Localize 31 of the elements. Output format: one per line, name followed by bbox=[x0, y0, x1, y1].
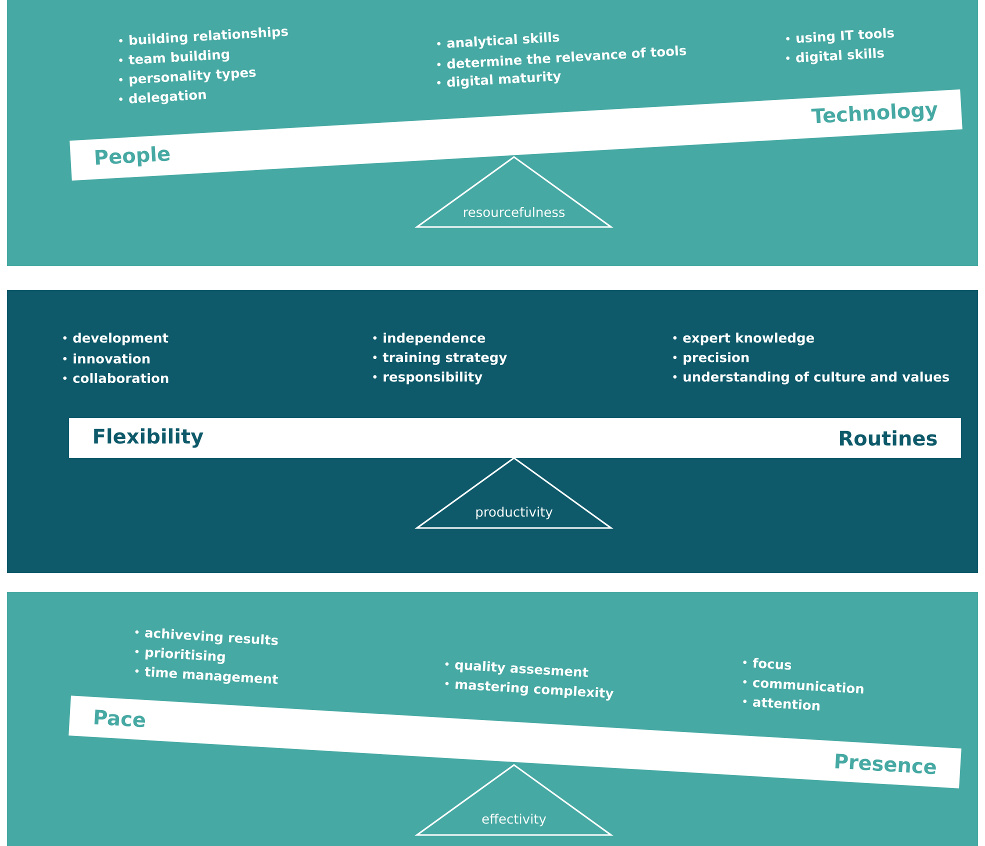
bullet-item: attention bbox=[743, 698, 820, 710]
bullet-item: independence bbox=[373, 332, 486, 346]
bullet-item: innovation bbox=[63, 353, 150, 364]
bullet-item: achiveving results bbox=[135, 628, 278, 646]
beam-label: Technology bbox=[811, 103, 938, 124]
beam-label: Flexibility bbox=[94, 428, 204, 448]
bullet-item: team building bbox=[119, 50, 230, 64]
bullet-item: delegation bbox=[119, 90, 206, 104]
bullet-item: using IT tools bbox=[786, 28, 894, 44]
bullet-item: digital maturity bbox=[437, 71, 561, 89]
bullet-item: mastering complexity bbox=[445, 681, 614, 701]
bullet-item: development bbox=[63, 332, 168, 346]
bullet-item: training strategy bbox=[373, 352, 507, 365]
beam-label: Pace bbox=[94, 710, 145, 728]
bullet-item: personality types bbox=[119, 70, 256, 87]
bullet-item: quality assesment bbox=[445, 660, 588, 678]
beam-label: People bbox=[95, 146, 170, 166]
bullet-item: building relationships bbox=[119, 26, 288, 45]
bullet-item: communication bbox=[743, 680, 864, 694]
bullet-item: precision bbox=[673, 352, 749, 365]
beam-label: Presence bbox=[835, 754, 936, 774]
bullet-item: prioritising bbox=[135, 648, 225, 664]
bullet-item: time management bbox=[135, 666, 278, 684]
bullet-item: collaboration bbox=[63, 372, 168, 384]
bullet-item: analytical skills bbox=[437, 32, 560, 49]
beam-label: Routines bbox=[840, 430, 937, 446]
bullet-item: responsibility bbox=[373, 372, 482, 384]
bullet-item: understanding of culture and values bbox=[673, 372, 949, 384]
bullet-item: expert knowledge bbox=[673, 332, 814, 346]
bullet-item: focus bbox=[743, 658, 792, 670]
bullet-item: digital skills bbox=[786, 48, 884, 64]
